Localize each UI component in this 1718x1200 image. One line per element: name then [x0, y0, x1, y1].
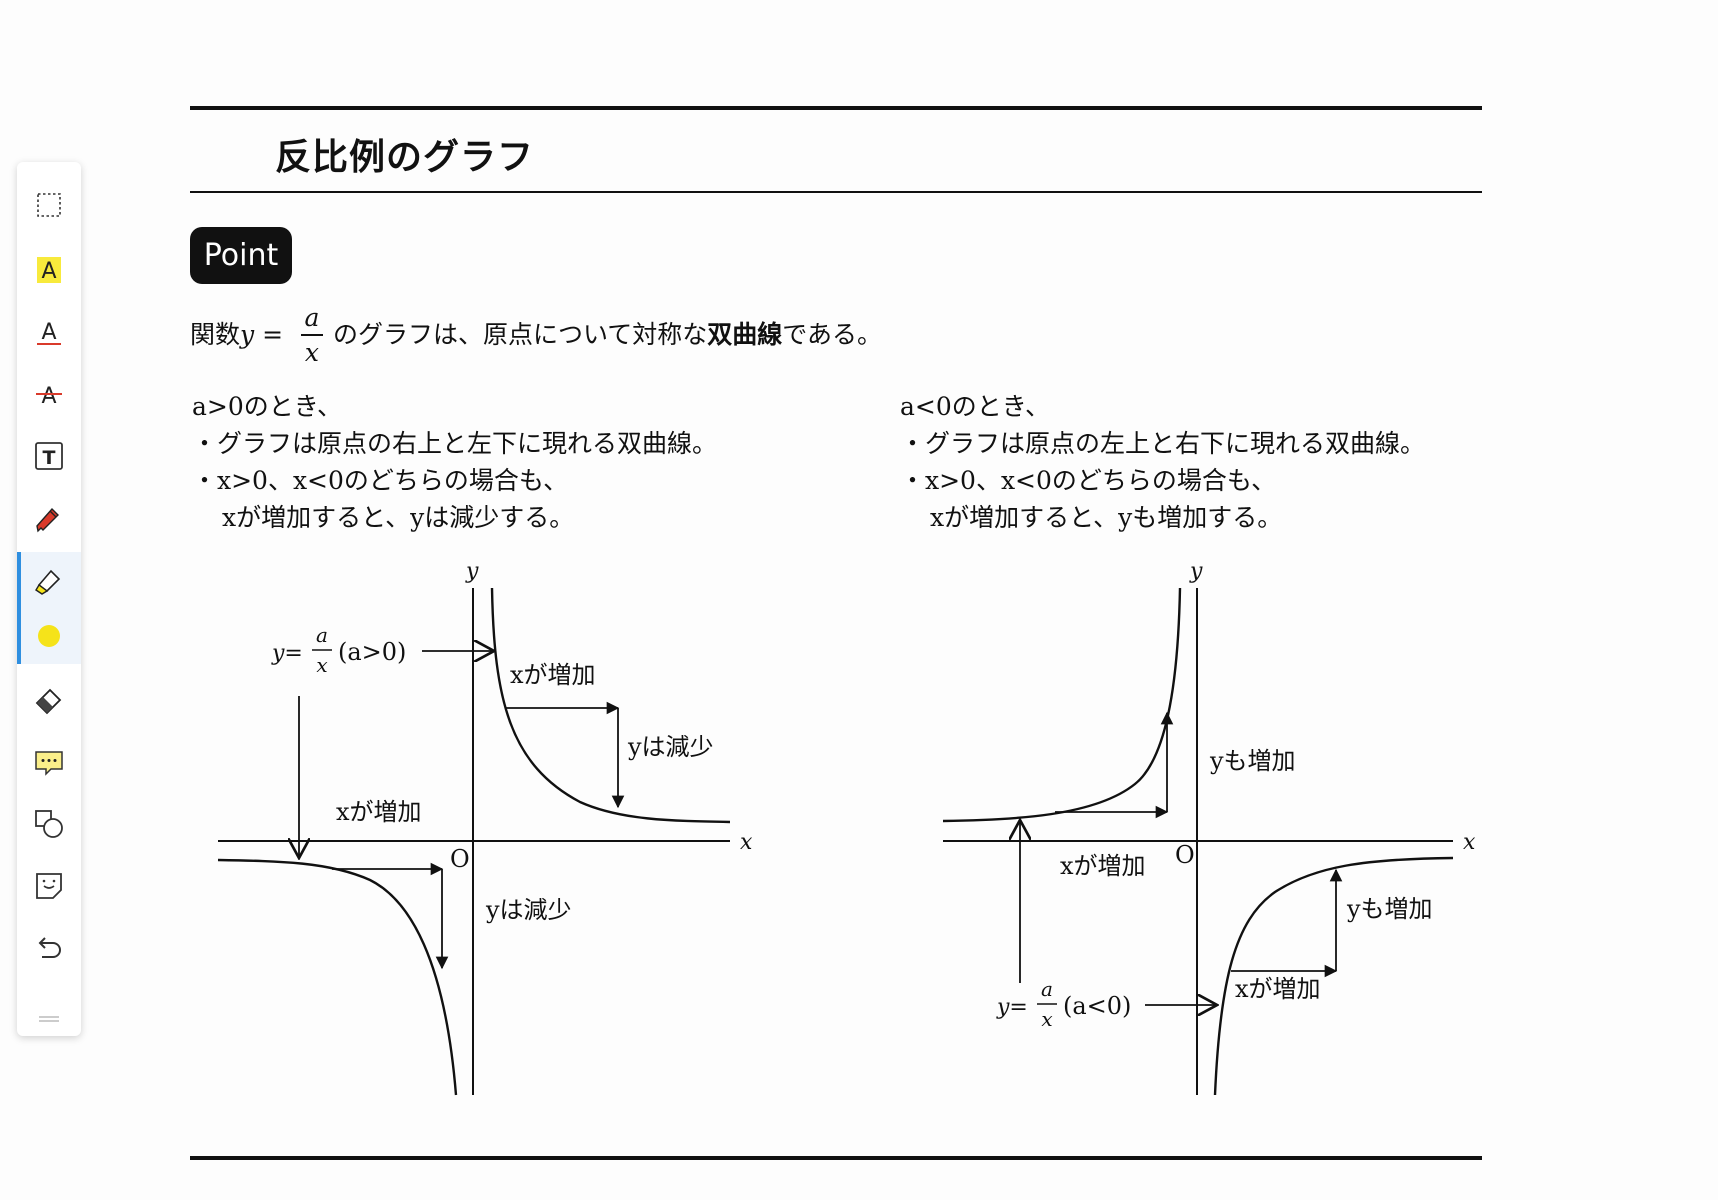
right-line-3: ・x>0、x<0のどちらの場合も、 — [900, 466, 1277, 495]
title-rule — [190, 191, 1482, 193]
curve-third-quadrant — [217, 858, 458, 1096]
left-line-2: ・グラフは原点の右上と左下に現れる双曲線。 — [192, 429, 718, 458]
curve-fourth-quadrant — [1213, 856, 1454, 1096]
equation-numerator: a — [316, 623, 328, 647]
top-rule — [190, 106, 1482, 110]
right-line-1: a<0のとき、 — [900, 392, 1051, 421]
undo-button[interactable] — [17, 920, 81, 976]
left-line-1: a>0のとき、 — [192, 392, 343, 421]
sticker-tool[interactable] — [17, 858, 81, 914]
origin-label: O — [450, 845, 470, 873]
equation-denominator: x — [316, 653, 327, 677]
x-increase-label-2: xが増加 — [336, 798, 422, 826]
x-increase-label-1: xが増加 — [510, 661, 596, 689]
shape-tool[interactable] — [17, 796, 81, 852]
color-dot-icon — [38, 625, 60, 647]
left-description: a>0のとき、 ・グラフは原点の右上と左下に現れる双曲線。 ・x>0、x<0のど… — [192, 388, 717, 536]
intro-fraction: a x — [300, 303, 323, 367]
strikethrough-tool[interactable]: A — [17, 366, 81, 422]
intro-sentence: 関数 y = a x のグラフは、原点について対称な 双曲線 である。 — [190, 305, 882, 365]
shapes-icon — [35, 810, 63, 838]
highlight-text-tool[interactable]: A — [17, 242, 81, 298]
svg-text:A: A — [41, 259, 56, 284]
sticker-icon — [36, 873, 62, 899]
svg-text:T: T — [43, 447, 56, 469]
color-picker[interactable] — [17, 608, 81, 664]
pen-tool[interactable] — [17, 490, 81, 546]
intro-numerator: a — [304, 303, 320, 332]
svg-text:A: A — [41, 384, 56, 409]
intro-eq: = — [254, 320, 291, 350]
x-increase-label-1: xが増加 — [1060, 852, 1146, 880]
eraser-tool[interactable] — [17, 672, 81, 728]
undo-icon — [38, 937, 61, 958]
y-axis-label: y — [465, 559, 479, 584]
pen-icon — [36, 507, 59, 533]
point-badge: Point — [190, 227, 292, 284]
right-line-2: ・グラフは原点の左上と右下に現れる双曲線。 — [900, 429, 1426, 458]
highlighted-a-icon: A — [37, 257, 61, 284]
equation-y: y= — [271, 641, 303, 666]
left-line-4: xが増加すると、yは減少する。 — [222, 503, 575, 532]
intro-bold: 双曲線 — [707, 320, 783, 350]
intro-middle: のグラフは、原点について対称な — [332, 320, 708, 350]
eraser-icon — [35, 688, 62, 715]
right-description: a<0のとき、 ・グラフは原点の左上と右下に現れる双曲線。 ・x>0、x<0のど… — [900, 388, 1425, 536]
intro-y: y — [240, 320, 255, 350]
curve-first-quadrant — [490, 587, 731, 824]
y-decrease-label-2: yは減少 — [485, 896, 572, 924]
x-increase-label-2: xが増加 — [1235, 975, 1321, 1003]
equation-y: y= — [996, 995, 1028, 1020]
equation-numerator: a — [1041, 977, 1053, 1001]
dashed-rectangle-icon — [37, 193, 61, 217]
origin-label: O — [1175, 841, 1195, 869]
highlighter-icon — [35, 569, 61, 595]
comment-icon — [35, 751, 63, 776]
page-title: 反比例のグラフ — [275, 137, 535, 178]
x-axis-label: x — [1463, 830, 1476, 855]
y-decrease-label-1: yは減少 — [627, 733, 714, 761]
y-increase-label-2: yも増加 — [1346, 895, 1433, 923]
equation-denominator: x — [1041, 1007, 1052, 1031]
left-line-3: ・x>0、x<0のどちらの場合も、 — [192, 466, 569, 495]
y-increase-label-1: yも増加 — [1209, 747, 1296, 775]
x-axis-label: x — [740, 830, 753, 855]
annotation-toolbar: A A A T — [17, 162, 81, 1036]
comment-tool[interactable] — [17, 734, 81, 790]
right-line-4: xが増加すると、yも増加する。 — [930, 503, 1283, 532]
graph-negative-a: x y O y= a x (a<0) yも増加 xが増加 yも増加 xが増加 — [942, 559, 1476, 1096]
text-box-icon: T — [35, 442, 63, 470]
underlined-a-icon: A — [37, 320, 61, 345]
underline-tool[interactable]: A — [17, 304, 81, 360]
equation-condition: (a>0) — [338, 638, 406, 666]
curve-second-quadrant — [942, 587, 1182, 823]
text-box-tool[interactable]: T — [17, 428, 81, 484]
y-axis-label: y — [1189, 559, 1203, 584]
select-tool[interactable] — [17, 177, 81, 233]
intro-suffix: である。 — [782, 320, 883, 350]
highlighter-tool[interactable] — [17, 552, 81, 608]
intro-denominator: x — [304, 337, 320, 367]
svg-text:A: A — [41, 320, 56, 345]
graph-positive-a: x y O y= a x (a>0) xが増加 yは減少 xが増加 yは減少 — [217, 559, 753, 1096]
equation-condition: (a<0) — [1063, 992, 1131, 1020]
toolbar-grip-icon[interactable] — [39, 1016, 59, 1022]
strikethrough-a-icon: A — [36, 384, 62, 409]
bottom-rule — [190, 1156, 1482, 1160]
intro-prefix: 関数 — [190, 320, 241, 350]
